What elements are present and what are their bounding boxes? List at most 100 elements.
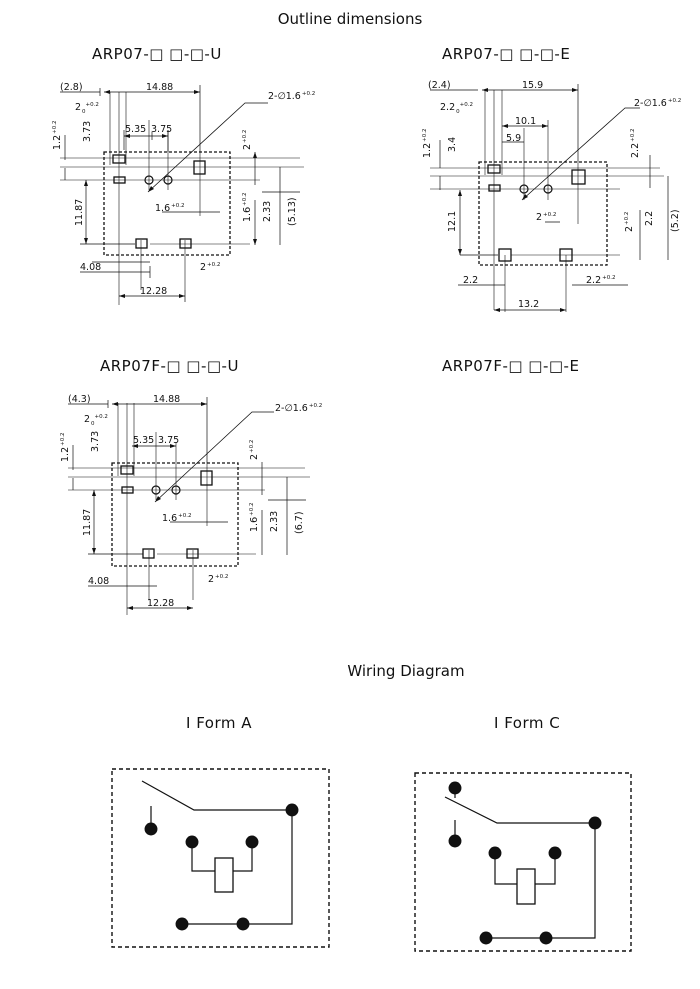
outline-drawing-arp07-u: (2.8) 14.88 20+0.2 5.35 3.75 3.73 1.2+0.… <box>52 82 315 305</box>
pin-slot <box>571 169 586 185</box>
dim-label: 2 <box>208 574 214 585</box>
dim-label: +0.2 <box>249 440 255 453</box>
terminal <box>185 835 199 849</box>
svg-text:2+0.2: 2+0.2 <box>208 574 228 585</box>
relay-outline <box>111 768 330 948</box>
dim-label: 2.33 <box>269 511 280 532</box>
dim-label: 2.2 <box>463 275 478 286</box>
dim-label: 3.4 <box>447 137 458 152</box>
dim-label: +0.2 <box>624 212 630 225</box>
model-label-arp07f-e: ARP07F-□ □-□-E <box>442 357 580 375</box>
svg-text:1.6+0.2: 1.6+0.2 <box>162 513 191 524</box>
dim-label: 3.75 <box>158 435 179 446</box>
dim-label: 10.1 <box>515 116 536 127</box>
dim-label: +0.2 <box>86 102 99 108</box>
dim-label: 4.08 <box>88 576 109 587</box>
dim-label: 2 <box>536 212 542 223</box>
relay-outline <box>111 462 239 567</box>
dim-label: 2.33 <box>262 201 273 222</box>
svg-text:1.2+0.2: 1.2+0.2 <box>60 433 71 462</box>
pin-slot <box>488 184 501 192</box>
dim-label: (5.2) <box>670 209 681 232</box>
dim-label: 5.9 <box>506 133 521 144</box>
dim-label: +0.2 <box>242 193 248 206</box>
dim-label: 2.2 <box>644 211 655 226</box>
svg-text:2-∅1.6+0.2: 2-∅1.6+0.2 <box>268 91 315 102</box>
dim-label: +0.2 <box>630 129 636 142</box>
dim-label: 0 <box>82 109 86 115</box>
dim-label: 12.28 <box>147 598 174 609</box>
terminal <box>448 834 462 848</box>
dim-label: 1.2 <box>52 135 63 150</box>
dim-label: 2 <box>249 454 260 460</box>
terminal <box>488 846 502 860</box>
dim-label: 14.88 <box>153 394 180 405</box>
dim-label: 2-∅1.6 <box>275 403 308 414</box>
dim-label: +0.2 <box>460 102 473 108</box>
dim-label: (6.7) <box>294 511 305 534</box>
model-label-arp07-u: ARP07-□ □-□-U <box>92 45 222 63</box>
dim-label: +0.2 <box>543 212 556 218</box>
terminal <box>539 931 553 945</box>
dim-label: 3.73 <box>90 431 101 452</box>
svg-text:(2.8): (2.8) <box>60 82 83 93</box>
dim-label: 1.6 <box>242 207 253 222</box>
dim-label: 11.87 <box>82 509 93 536</box>
dim-label: 5.35 <box>133 435 154 446</box>
svg-text:1.6+0.2: 1.6+0.2 <box>249 503 260 532</box>
dim-label: +0.2 <box>249 503 255 516</box>
pin-slot <box>135 238 148 249</box>
contact-arm <box>444 796 595 824</box>
dim-label: 2.2 <box>586 275 601 286</box>
terminal <box>144 822 158 836</box>
svg-text:2+0.2: 2+0.2 <box>242 130 253 150</box>
dim-label: (5.13) <box>287 197 298 226</box>
svg-text:2+0.2: 2+0.2 <box>200 262 220 273</box>
terminal <box>236 917 250 931</box>
relay-outline <box>103 151 231 256</box>
dim-label: +0.2 <box>178 513 191 519</box>
svg-text:20+0.2: 20+0.2 <box>84 414 108 427</box>
dim-label: 1.2 <box>60 447 71 462</box>
dim-label: +0.2 <box>309 403 322 409</box>
dim-label: +0.2 <box>602 275 615 281</box>
dim-label: 0 <box>456 109 460 115</box>
outline-drawing-arp07f-u: (4.3) 14.88 20+0.2 5.35 3.75 3.73 1.2+0.… <box>60 394 322 615</box>
dim-label: (2.8) <box>60 82 83 93</box>
dim-label: (4.3) <box>68 394 91 405</box>
svg-text:1.2+0.2: 1.2+0.2 <box>422 129 433 158</box>
pin-slot <box>186 548 199 559</box>
dim-label: 11.87 <box>74 199 85 226</box>
dim-label: 13.2 <box>518 299 539 310</box>
relay-outline <box>414 772 632 952</box>
pin-slot <box>193 160 206 175</box>
svg-text:1.6+0.2: 1.6+0.2 <box>242 193 253 222</box>
svg-text:20+0.2: 20+0.2 <box>75 102 99 115</box>
dim-label: 5.35 <box>125 124 146 135</box>
contact-arm <box>141 780 292 811</box>
dim-label: +0.2 <box>215 574 228 580</box>
svg-text:2-∅1.6+0.2: 2-∅1.6+0.2 <box>275 403 322 414</box>
coil <box>214 857 234 893</box>
dim-label: 2-∅1.6 <box>268 91 301 102</box>
svg-text:2+0.2: 2+0.2 <box>624 212 635 232</box>
dim-label: +0.2 <box>171 203 184 209</box>
terminal <box>448 781 462 795</box>
terminal <box>245 835 259 849</box>
dim-label: 2.2 <box>630 143 641 158</box>
outline-drawing-arp07-e: (2.4) 15.9 2.20+0.2 10.1 5.9 3.4 1.2+0.2… <box>422 80 681 312</box>
model-label-arp07-e: ARP07-□ □-□-E <box>442 45 571 63</box>
dim-label: 2 <box>242 144 253 150</box>
dim-label: 2 <box>624 226 635 232</box>
svg-text:1.2+0.2: 1.2+0.2 <box>52 121 63 150</box>
svg-text:2.20+0.2: 2.20+0.2 <box>440 102 473 115</box>
dim-label: +0.2 <box>302 91 315 97</box>
dim-label: +0.2 <box>60 433 66 446</box>
coil <box>516 868 536 905</box>
pin-slot <box>179 238 192 249</box>
dim-label: +0.2 <box>422 129 428 142</box>
dim-label: 1.6 <box>162 513 177 524</box>
wiring-diagram-form-c <box>414 772 632 952</box>
dim-label: 14.88 <box>146 82 173 93</box>
wiring-title: Wiring Diagram <box>347 662 465 680</box>
